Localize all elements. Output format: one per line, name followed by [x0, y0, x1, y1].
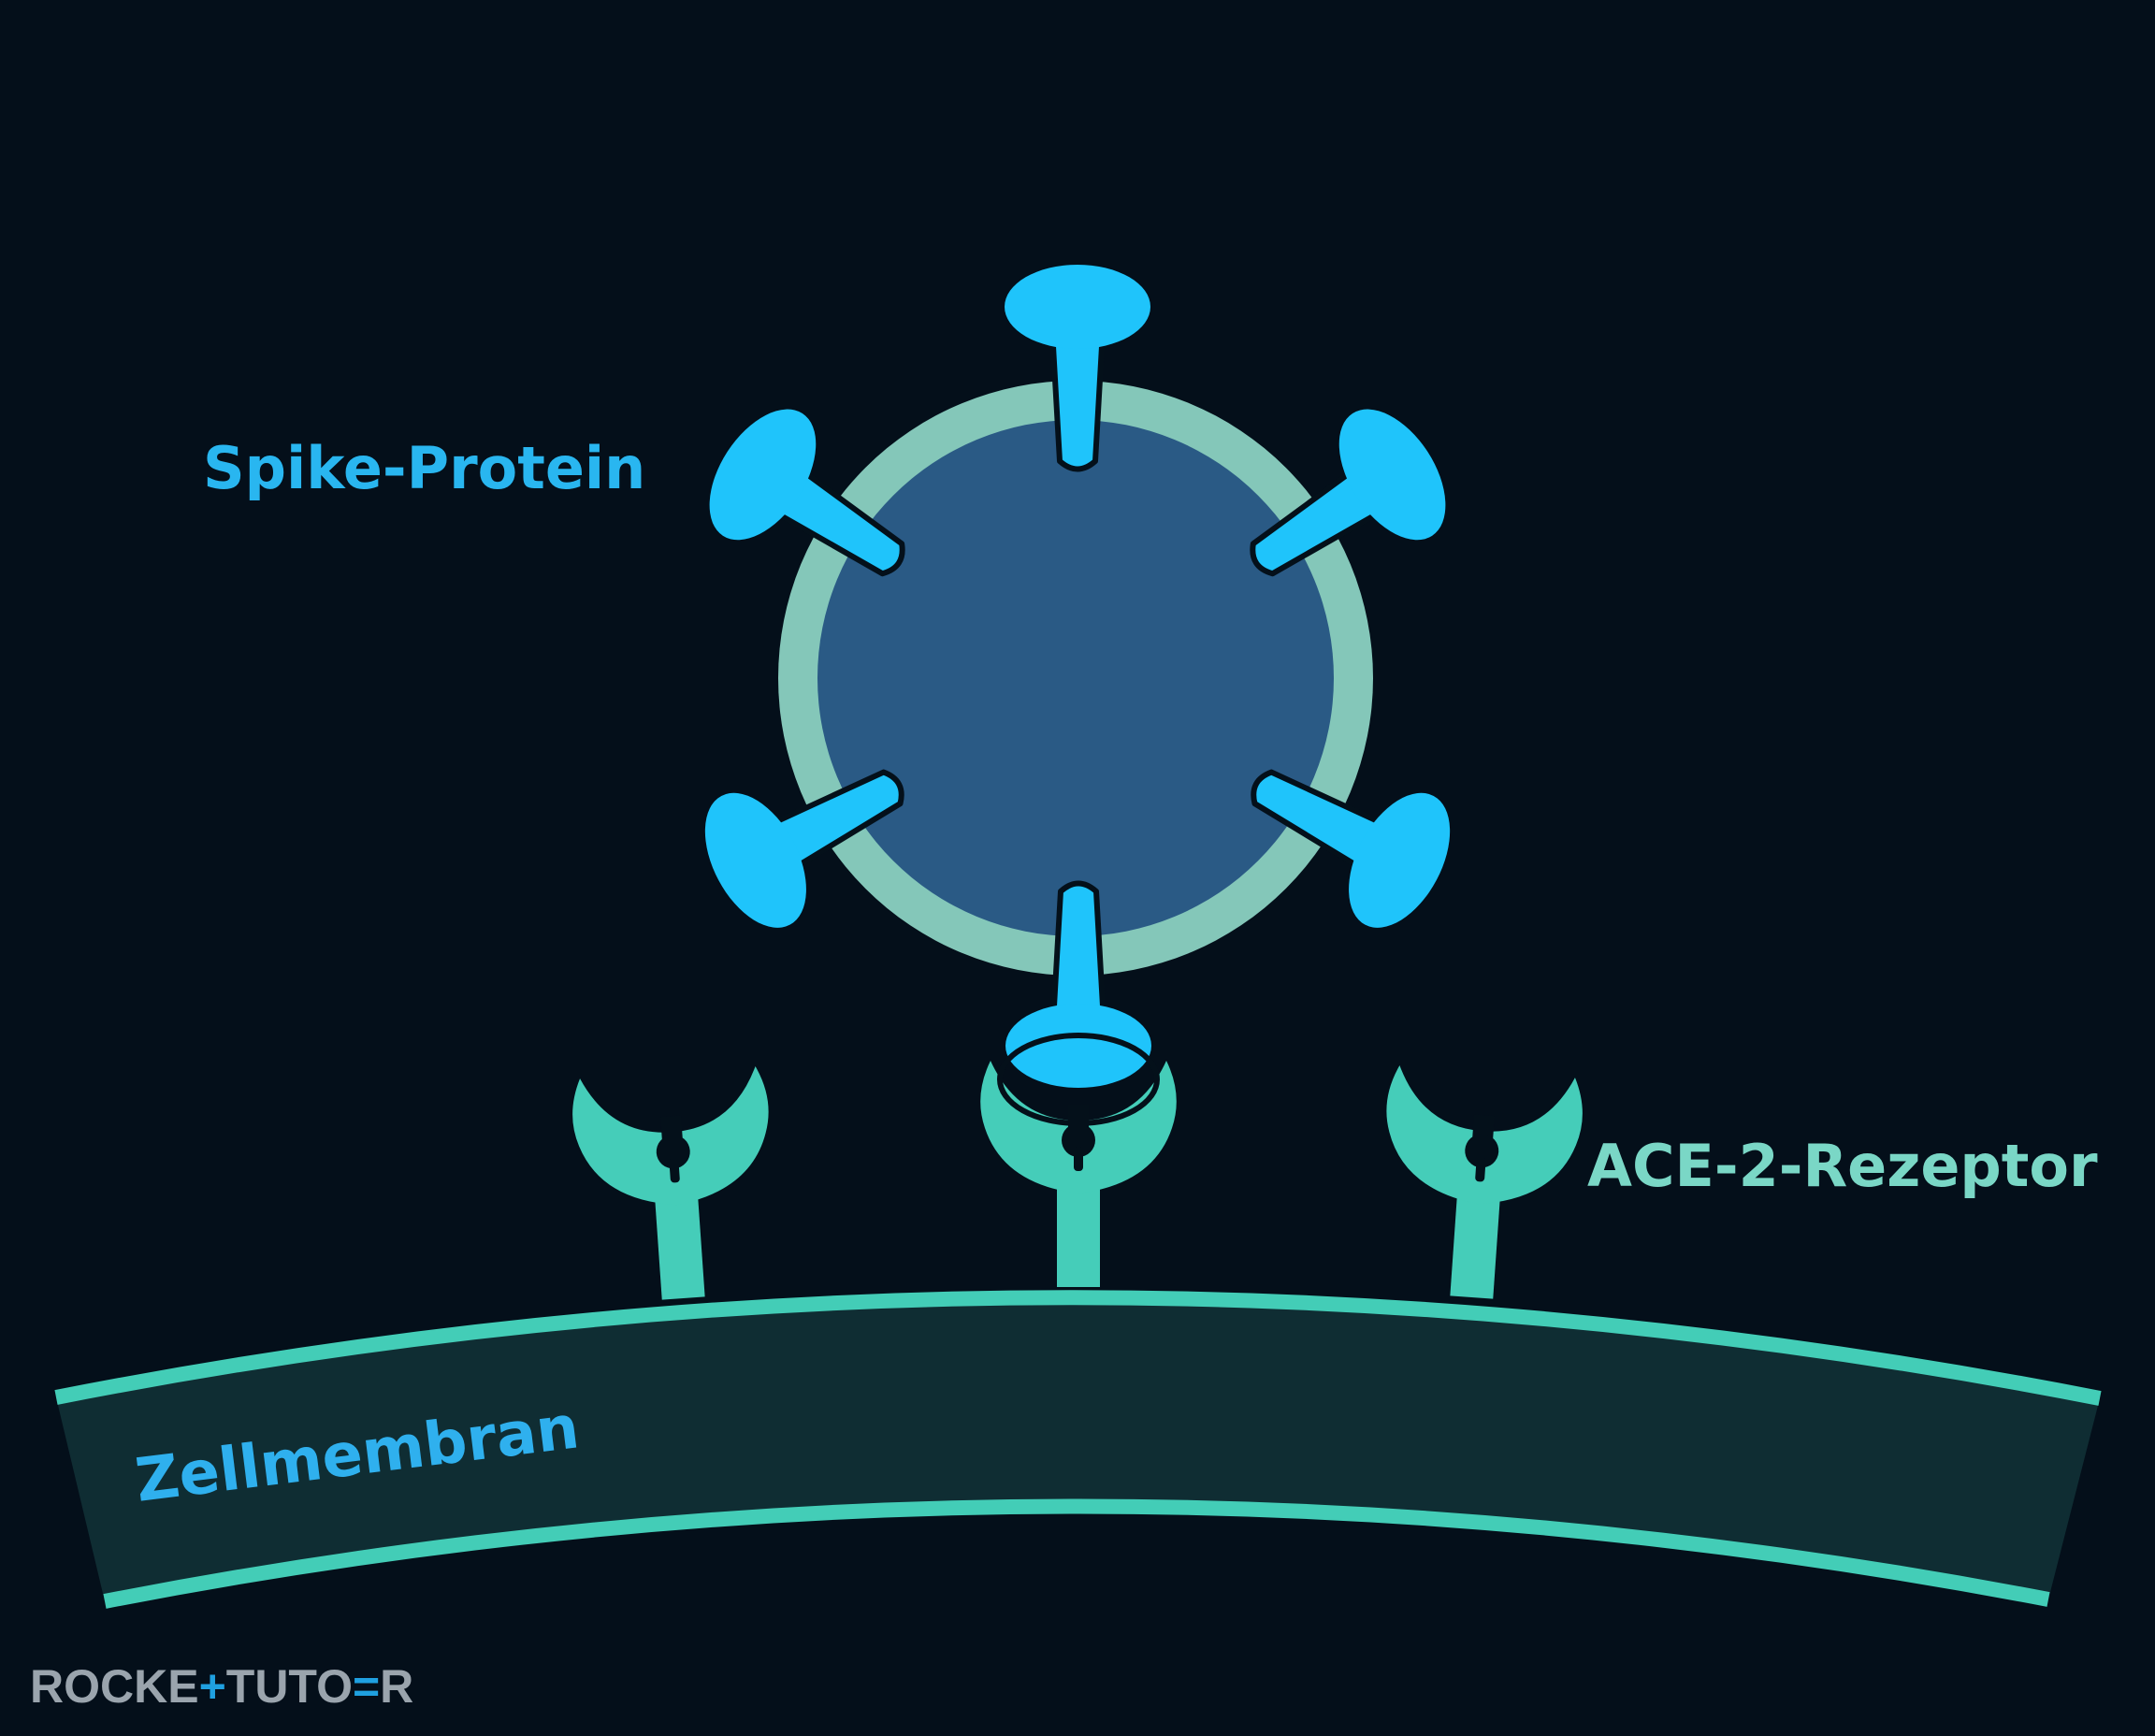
virus-core — [817, 420, 1334, 936]
svg-text:ROCKE+TUTO=R: ROCKE+TUTO=R — [30, 1660, 413, 1713]
virus-particle-icon — [685, 265, 1471, 1126]
logo-text-part3: R — [380, 1660, 413, 1713]
membrane-inner-line — [103, 1498, 2050, 1609]
ace2-receptor-icon — [1373, 1064, 1585, 1305]
cell-membrane — [54, 1290, 2102, 1609]
spike-protein-icon — [997, 884, 1160, 1126]
ace2-receptor-label: ACE-2-Rezeptor — [1587, 1132, 2098, 1200]
spike-protein-label: Spike-Protein — [203, 434, 645, 502]
ace2-receptor-icon — [570, 1065, 782, 1306]
membrane-outer-line — [54, 1290, 2102, 1406]
logo-accent-glyph: = — [353, 1660, 380, 1713]
logo-text-part1: ROCKE — [30, 1660, 199, 1713]
rockettutor-logo: ROCKE+TUTO=R — [30, 1660, 413, 1713]
ace2-receptor-icon — [980, 1061, 1177, 1287]
logo-plus-glyph: + — [199, 1660, 226, 1713]
logo-text-part2: TUTO — [226, 1660, 353, 1713]
